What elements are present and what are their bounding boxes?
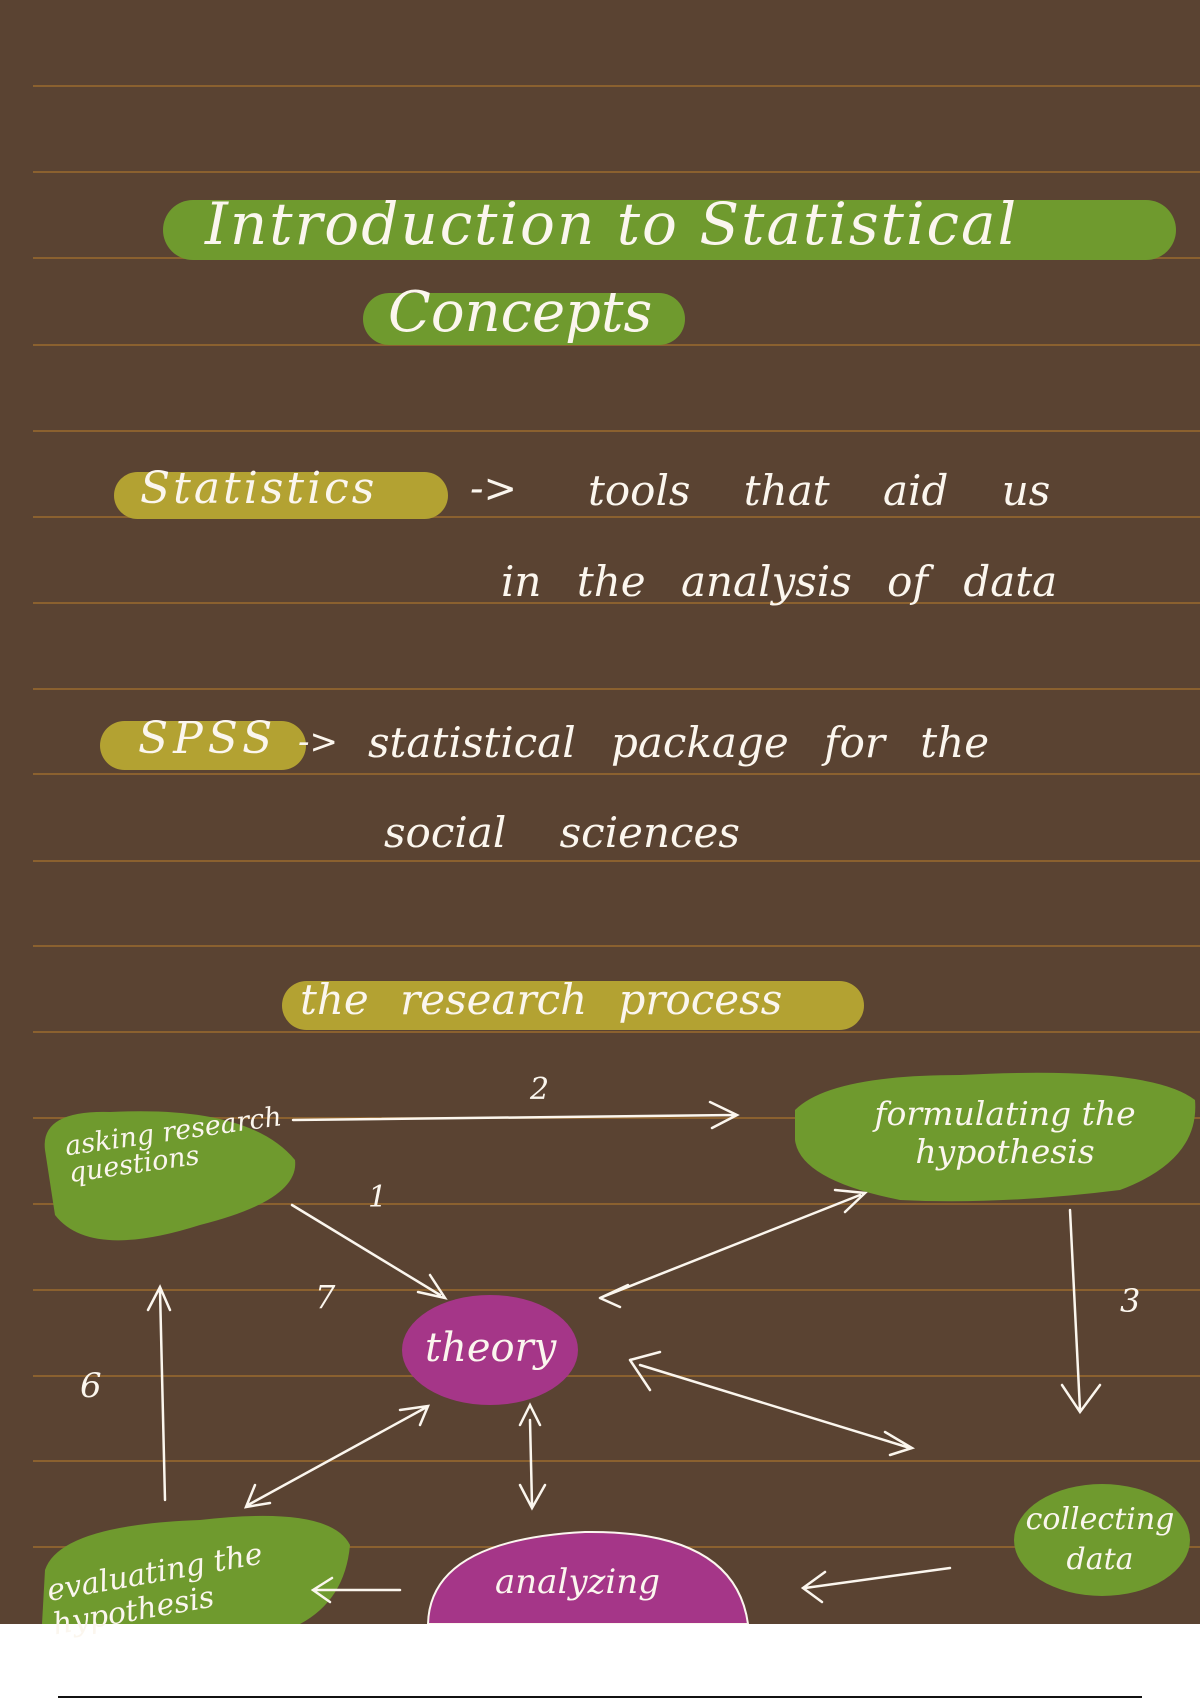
node-blob-theory — [402, 1295, 578, 1405]
ruled-line — [33, 1375, 1200, 1377]
ruled-line — [33, 860, 1200, 862]
ruled-line — [33, 344, 1200, 346]
ruled-line — [33, 516, 1200, 518]
ruled-line — [33, 688, 1200, 690]
step-label-7: 7 — [315, 1278, 336, 1316]
node-blob-collecting — [1014, 1484, 1190, 1596]
node-analyzing: analyzing — [495, 1562, 660, 1602]
definition-text: in the analysis of data — [501, 557, 1058, 606]
section-highlight — [282, 981, 864, 1030]
section-heading: the research process — [300, 975, 783, 1024]
ruled-line — [33, 945, 1200, 947]
term-spss: SPSS — [138, 713, 278, 764]
kraft-paper-background: Introduction to Statistical Concepts Sta… — [0, 0, 1200, 1642]
research-process-diagram — [42, 1072, 1196, 1624]
ruled-line — [33, 85, 1200, 87]
node-blob-formulating — [795, 1072, 1196, 1202]
title-line-1: Introduction to Statistical — [205, 190, 1019, 258]
definition-text: social sciences — [384, 808, 740, 857]
node-blob-analyzing — [426, 1530, 750, 1624]
page-divider — [58, 1696, 1142, 1698]
step-label-2: 2 — [530, 1072, 550, 1107]
definition-arrow: -> — [470, 466, 518, 512]
step-label-6: 6 — [80, 1366, 102, 1406]
title-highlight — [163, 200, 1176, 260]
definition-arrow: -> — [298, 722, 338, 762]
term-highlight — [114, 472, 448, 519]
term-statistics: Statistics — [140, 463, 378, 514]
node-collecting-data: collecting data — [1025, 1502, 1175, 1577]
definition-text: statistical package for the — [368, 718, 990, 767]
arrows — [146, 1100, 1102, 1604]
ruled-line — [33, 1203, 1200, 1205]
step-label-1: 1 — [368, 1180, 388, 1215]
ruled-line — [33, 430, 1200, 432]
node-formulating-hypothesis: formulating the hypothesis — [874, 1094, 1136, 1171]
node-blob-evaluating — [42, 1515, 350, 1624]
title-line-2: Concepts — [388, 280, 653, 345]
title-highlight-2 — [363, 293, 685, 345]
ruled-line — [33, 171, 1200, 173]
ruled-line — [33, 1031, 1200, 1033]
ruled-line — [33, 1117, 1200, 1119]
term-highlight — [100, 721, 306, 770]
node-theory: theory — [425, 1325, 557, 1371]
ruled-line — [33, 1460, 1200, 1462]
step-label-3: 3 — [1120, 1282, 1141, 1320]
definition-text: tools that aid us — [588, 466, 1051, 515]
ruled-line — [33, 773, 1200, 775]
ruled-line — [33, 602, 1200, 604]
node-blob-asking — [44, 1111, 296, 1241]
